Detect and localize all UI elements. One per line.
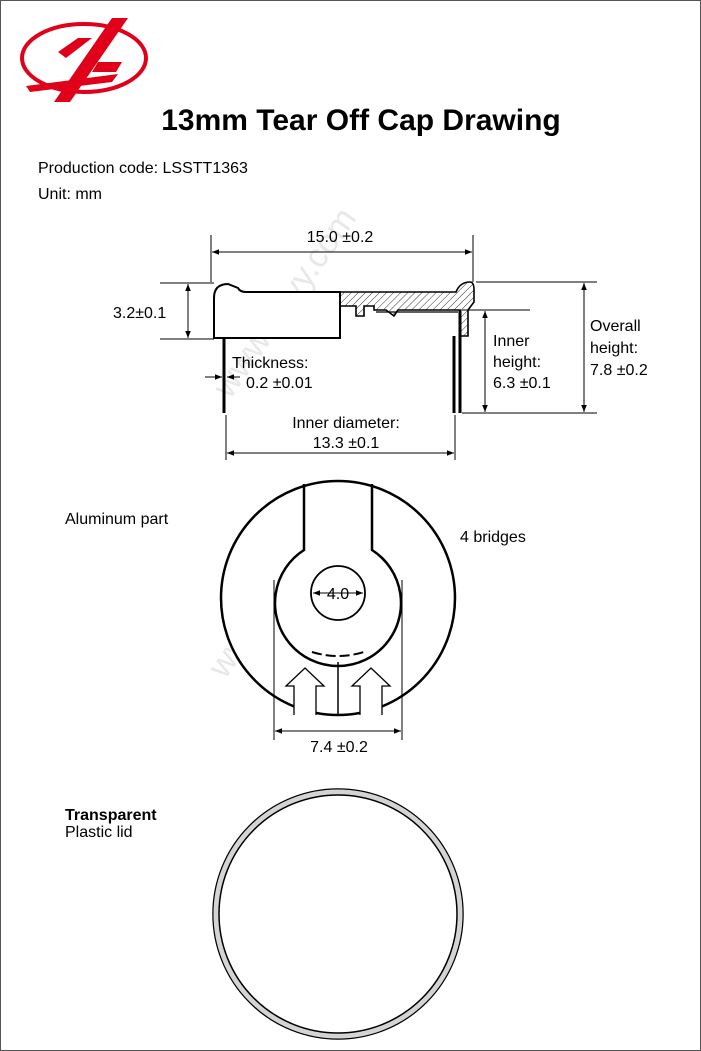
- thickness-label: Thickness:: [232, 355, 308, 372]
- aluminum-part-label: Aluminum part: [65, 511, 169, 528]
- inner-height-value: 6.3 ±0.1: [493, 375, 551, 392]
- plastic-lid-section: [213, 282, 341, 339]
- unit-label: Unit: mm: [38, 186, 102, 203]
- up-arrow-icon: [284, 667, 326, 715]
- center-diameter-dimension: 4.0: [327, 586, 349, 603]
- aluminum-part-view: Aluminum part 4 bridges 4.0 7.4 ±0.2: [65, 479, 526, 756]
- section-view: 15.0 ±0.2 3.2±0.1 Thickness: 0.2 ±0.01 I…: [113, 229, 648, 460]
- overall-width-dimension: 15.0 ±0.2: [307, 229, 374, 246]
- inner-diameter-value: 13.3 ±0.1: [313, 435, 380, 452]
- inner-height-label-1: Inner: [493, 333, 530, 350]
- plastic-lid-ring: [218, 794, 458, 1034]
- inner-height-label-2: height:: [493, 354, 541, 371]
- thickness-value: 0.2 ±0.01: [246, 375, 313, 392]
- aluminum-top-section: [339, 281, 475, 337]
- plastic-lid-view: Transparent Plastic lid: [65, 788, 464, 1040]
- overall-height-value: 7.8 ±0.2: [590, 362, 648, 379]
- yl-logo-icon: [20, 18, 148, 102]
- tab-width-dimension: 7.4 ±0.2: [310, 739, 368, 756]
- production-code: Production code: LSSTT1363: [38, 160, 248, 177]
- transparent-label: Transparent: [65, 807, 157, 824]
- inner-diameter-label: Inner diameter:: [292, 415, 400, 432]
- up-arrow-icon: [350, 667, 392, 715]
- bridges-label: 4 bridges: [460, 529, 526, 546]
- plastic-lid-label: Plastic lid: [65, 824, 133, 841]
- overall-height-label-1: Overall: [590, 318, 641, 335]
- overall-height-label-2: height:: [590, 340, 638, 357]
- cap-height-dimension: 3.2±0.1: [113, 305, 166, 322]
- page-title: 13mm Tear Off Cap Drawing: [161, 104, 561, 137]
